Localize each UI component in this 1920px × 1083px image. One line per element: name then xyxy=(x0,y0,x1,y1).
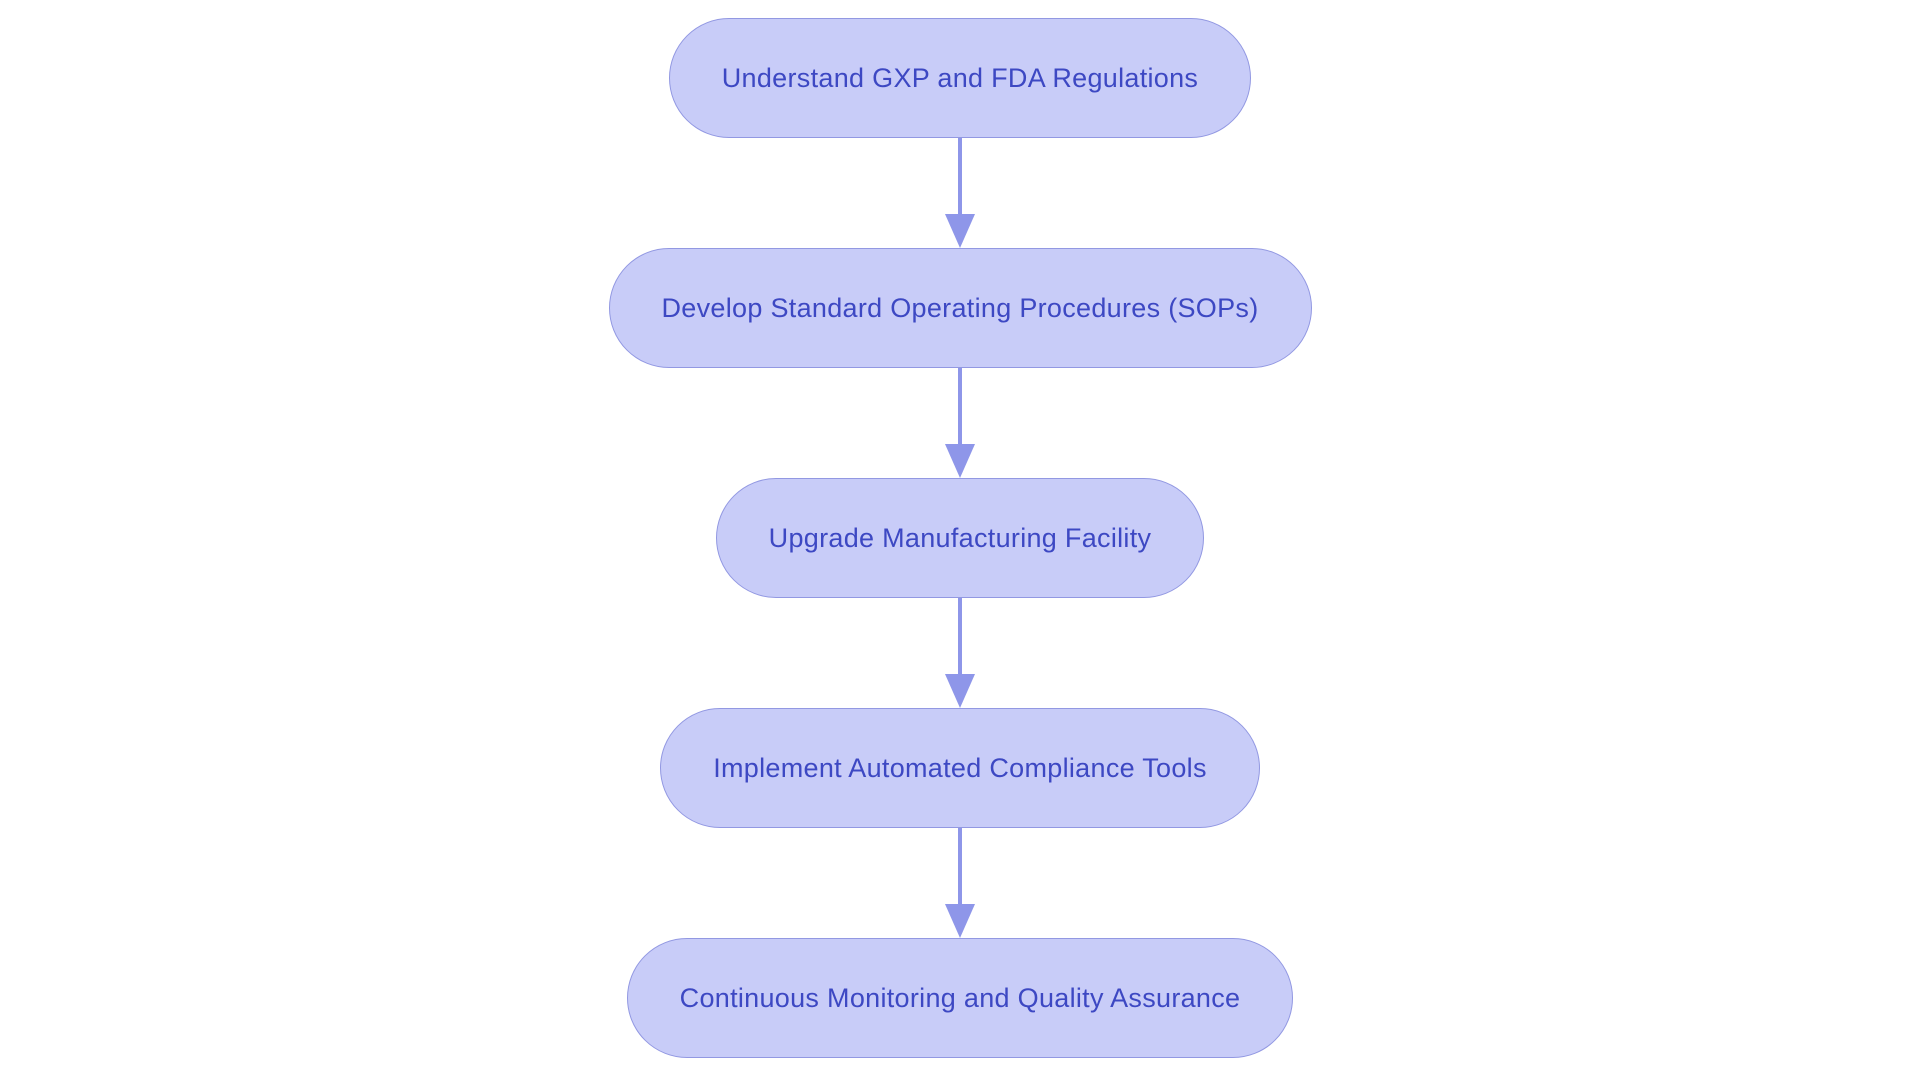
flow-node-upgrade-manufacturing-facility: Upgrade Manufacturing Facility xyxy=(715,478,1205,598)
arrow-head-down-icon xyxy=(945,444,975,478)
flow-node-label: Upgrade Manufacturing Facility xyxy=(768,522,1152,553)
arrow-head-down-icon xyxy=(945,214,975,248)
arrow-line xyxy=(958,828,962,904)
flow-arrow-4 xyxy=(945,828,975,938)
flow-arrow-1 xyxy=(945,138,975,248)
flow-arrow-3 xyxy=(945,598,975,708)
flow-node-continuous-monitoring-quality-assurance: Continuous Monitoring and Quality Assura… xyxy=(626,938,1294,1058)
arrow-head-down-icon xyxy=(945,674,975,708)
arrow-line xyxy=(958,138,962,214)
flow-node-label: Implement Automated Compliance Tools xyxy=(713,752,1207,783)
flow-node-implement-automated-compliance-tools: Implement Automated Compliance Tools xyxy=(660,708,1260,828)
flow-node-label: Understand GXP and FDA Regulations xyxy=(721,62,1199,93)
flow-node-label: Continuous Monitoring and Quality Assura… xyxy=(679,982,1241,1013)
arrow-line xyxy=(958,368,962,444)
flow-node-label: Develop Standard Operating Procedures (S… xyxy=(661,292,1259,323)
arrow-head-down-icon xyxy=(945,904,975,938)
flow-arrow-2 xyxy=(945,368,975,478)
arrow-line xyxy=(958,598,962,674)
flow-node-understand-gxp-fda-regulations: Understand GXP and FDA Regulations xyxy=(668,18,1252,138)
flow-node-develop-sops: Develop Standard Operating Procedures (S… xyxy=(608,248,1312,368)
